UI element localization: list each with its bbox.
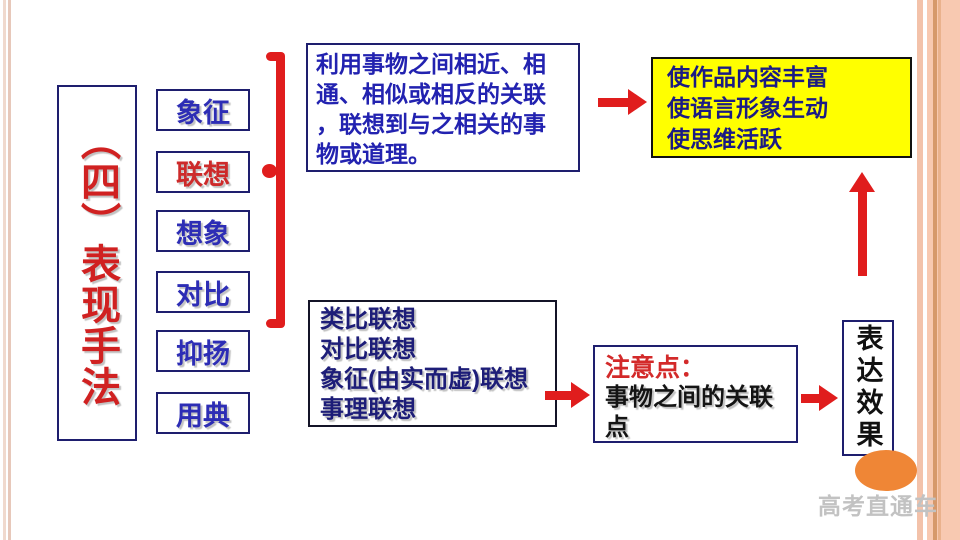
- method-label: 象征: [176, 97, 230, 128]
- definition-line: 物或道理。: [316, 141, 431, 167]
- arrow-right-icon: [801, 385, 838, 411]
- method-box-yiyang: 抑扬: [156, 330, 250, 372]
- arrow-right-icon: [598, 89, 647, 115]
- brace-hook-top: [266, 52, 281, 61]
- definition-line: 通、相似或相反的关联: [316, 81, 546, 107]
- note-title: 注意点：: [605, 354, 706, 382]
- right-stripe: [927, 0, 960, 540]
- arrow-head: [819, 385, 838, 411]
- effect-line: 使语言形象生动: [667, 95, 828, 121]
- brace-hook-bottom: [266, 319, 281, 328]
- category-title-box: （四）表现手法: [57, 85, 137, 441]
- definition-line: ，联想到与之相关的事: [316, 111, 546, 137]
- types-line: 类比联想: [320, 306, 416, 333]
- method-box-lianxiang: 联想: [156, 151, 250, 193]
- left-stripe: [3, 0, 6, 540]
- note-body: 事物之间的关联点: [605, 384, 773, 441]
- arrow-up-icon: [849, 172, 876, 276]
- types-line: 象征(由实而虚)联想: [320, 366, 528, 393]
- arrow-head: [628, 89, 647, 115]
- right-stripe: [917, 0, 923, 540]
- definition-box: 利用事物之间相近、相 通、相似或相反的关联 ，联想到与之相关的事 物或道理。: [306, 43, 580, 172]
- definition-line: 利用事物之间相近、相: [316, 51, 546, 77]
- left-stripe: [8, 0, 11, 540]
- right-stripe: [933, 0, 937, 540]
- method-label: 联想: [176, 159, 230, 190]
- method-label: 想象: [176, 218, 230, 249]
- note-box: 注意点： 事物之间的关联点: [593, 345, 798, 443]
- brace-nub: [262, 164, 277, 178]
- arrow-shaft: [545, 391, 571, 400]
- method-box-xiangxiang: 想象: [156, 210, 250, 252]
- brace-icon: [262, 52, 287, 328]
- effect-line: 使作品内容丰富: [667, 64, 828, 90]
- arrow-head: [849, 172, 875, 192]
- method-box-xiangzheng: 象征: [156, 89, 250, 131]
- arrow-shaft: [598, 98, 628, 107]
- method-label: 用典: [176, 400, 230, 431]
- arrow-head: [571, 382, 590, 408]
- category-title-text: （四）表现手法: [75, 119, 119, 407]
- effect-line: 使思维活跃: [667, 126, 782, 152]
- arrow-shaft: [858, 190, 867, 276]
- watermark-text: 高考直通车: [818, 493, 938, 519]
- result-box: 表达效果: [842, 320, 894, 456]
- arrow-shaft: [801, 394, 819, 403]
- method-box-duibi: 对比: [156, 271, 250, 313]
- method-box-yongdian: 用典: [156, 392, 250, 434]
- method-label: 对比: [176, 279, 230, 310]
- types-line: 对比联想: [320, 336, 416, 363]
- arrow-right-icon: [545, 382, 590, 408]
- effect-box: 使作品内容丰富 使语言形象生动 使思维活跃: [651, 57, 912, 158]
- right-stripe: [938, 0, 941, 540]
- brace-bar: [276, 52, 285, 328]
- orange-ellipse: [855, 450, 917, 491]
- method-label: 抑扬: [176, 338, 230, 369]
- result-text: 表达效果: [852, 324, 883, 452]
- types-box: 类比联想 对比联想 象征(由实而虚)联想 事理联想: [308, 300, 557, 427]
- types-line: 事理联想: [320, 396, 416, 423]
